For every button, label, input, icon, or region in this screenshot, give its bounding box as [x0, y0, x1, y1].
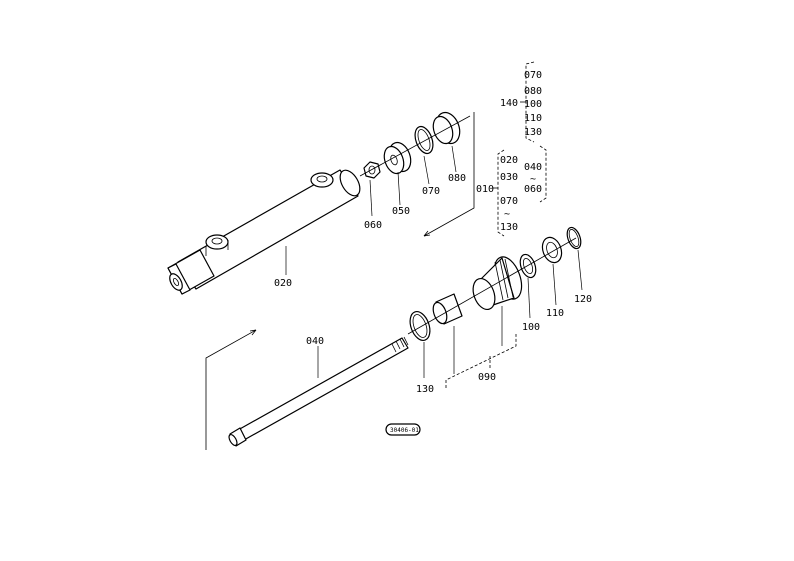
part-100-seal[interactable] [517, 252, 538, 279]
kit-010-item-070: 070 [500, 196, 518, 207]
kit-140-item-080: 080 [524, 86, 542, 97]
figure-code-badge: 30406-01 [385, 423, 421, 436]
figure-code: 30406-01 [390, 427, 419, 434]
kit-010-item-030: 030 [500, 172, 518, 183]
part-060-nut[interactable] [363, 161, 381, 179]
kit-140-item-100: 100 [524, 99, 542, 110]
kit-140-item-110: 110 [524, 113, 542, 124]
kit-010-label: 010 [476, 184, 494, 195]
callout-090: 090 [478, 372, 496, 383]
callout-020: 020 [274, 278, 292, 289]
kit-010-range-sep: ~ [530, 174, 536, 185]
leader-lines [285, 145, 583, 378]
part-120-snap-ring[interactable] [565, 226, 584, 251]
part-050-piston[interactable] [381, 139, 415, 176]
callout-070: 070 [422, 186, 440, 197]
group-090-bracket [445, 334, 517, 388]
cylinder-tube[interactable] [167, 167, 364, 295]
kit-010-item-020: 020 [500, 155, 518, 166]
part-090-gland[interactable] [469, 253, 527, 312]
kit-010-range-from: 040 [524, 162, 542, 173]
callout-040: 040 [306, 336, 324, 347]
part-bushing[interactable] [431, 293, 463, 325]
callout-labels: 020 060 050 070 080 040 130 090 100 110 … [274, 173, 592, 395]
callout-060: 060 [364, 220, 382, 231]
piston-rod[interactable] [227, 336, 409, 447]
part-080-ring[interactable] [430, 109, 464, 147]
callout-080: 080 [448, 173, 466, 184]
part-070-o-ring[interactable] [412, 124, 437, 156]
kit-140-list: 140 070 080 100 110 130 [500, 61, 542, 143]
kit-010-list: 010 020 030 070 ~ 130 040 ~ 060 [476, 145, 547, 237]
kit-140-label: 140 [500, 98, 518, 109]
assembly-guide-top [359, 112, 475, 237]
kit-010-range-sep-left: ~ [504, 209, 510, 220]
part-110-wiper[interactable] [539, 235, 565, 266]
kit-010-range-to: 060 [524, 184, 542, 195]
callout-100: 100 [522, 322, 540, 333]
callout-110: 110 [546, 308, 564, 319]
callout-120: 120 [574, 294, 592, 305]
assembly-guide-bottom [205, 237, 577, 450]
kit-140-item-070: 070 [524, 70, 542, 81]
kit-010-item-130: 130 [500, 222, 518, 233]
callout-050: 050 [392, 206, 410, 217]
part-130-o-ring[interactable] [406, 309, 433, 343]
kit-140-item-130: 130 [524, 127, 542, 138]
callout-130: 130 [416, 384, 434, 395]
